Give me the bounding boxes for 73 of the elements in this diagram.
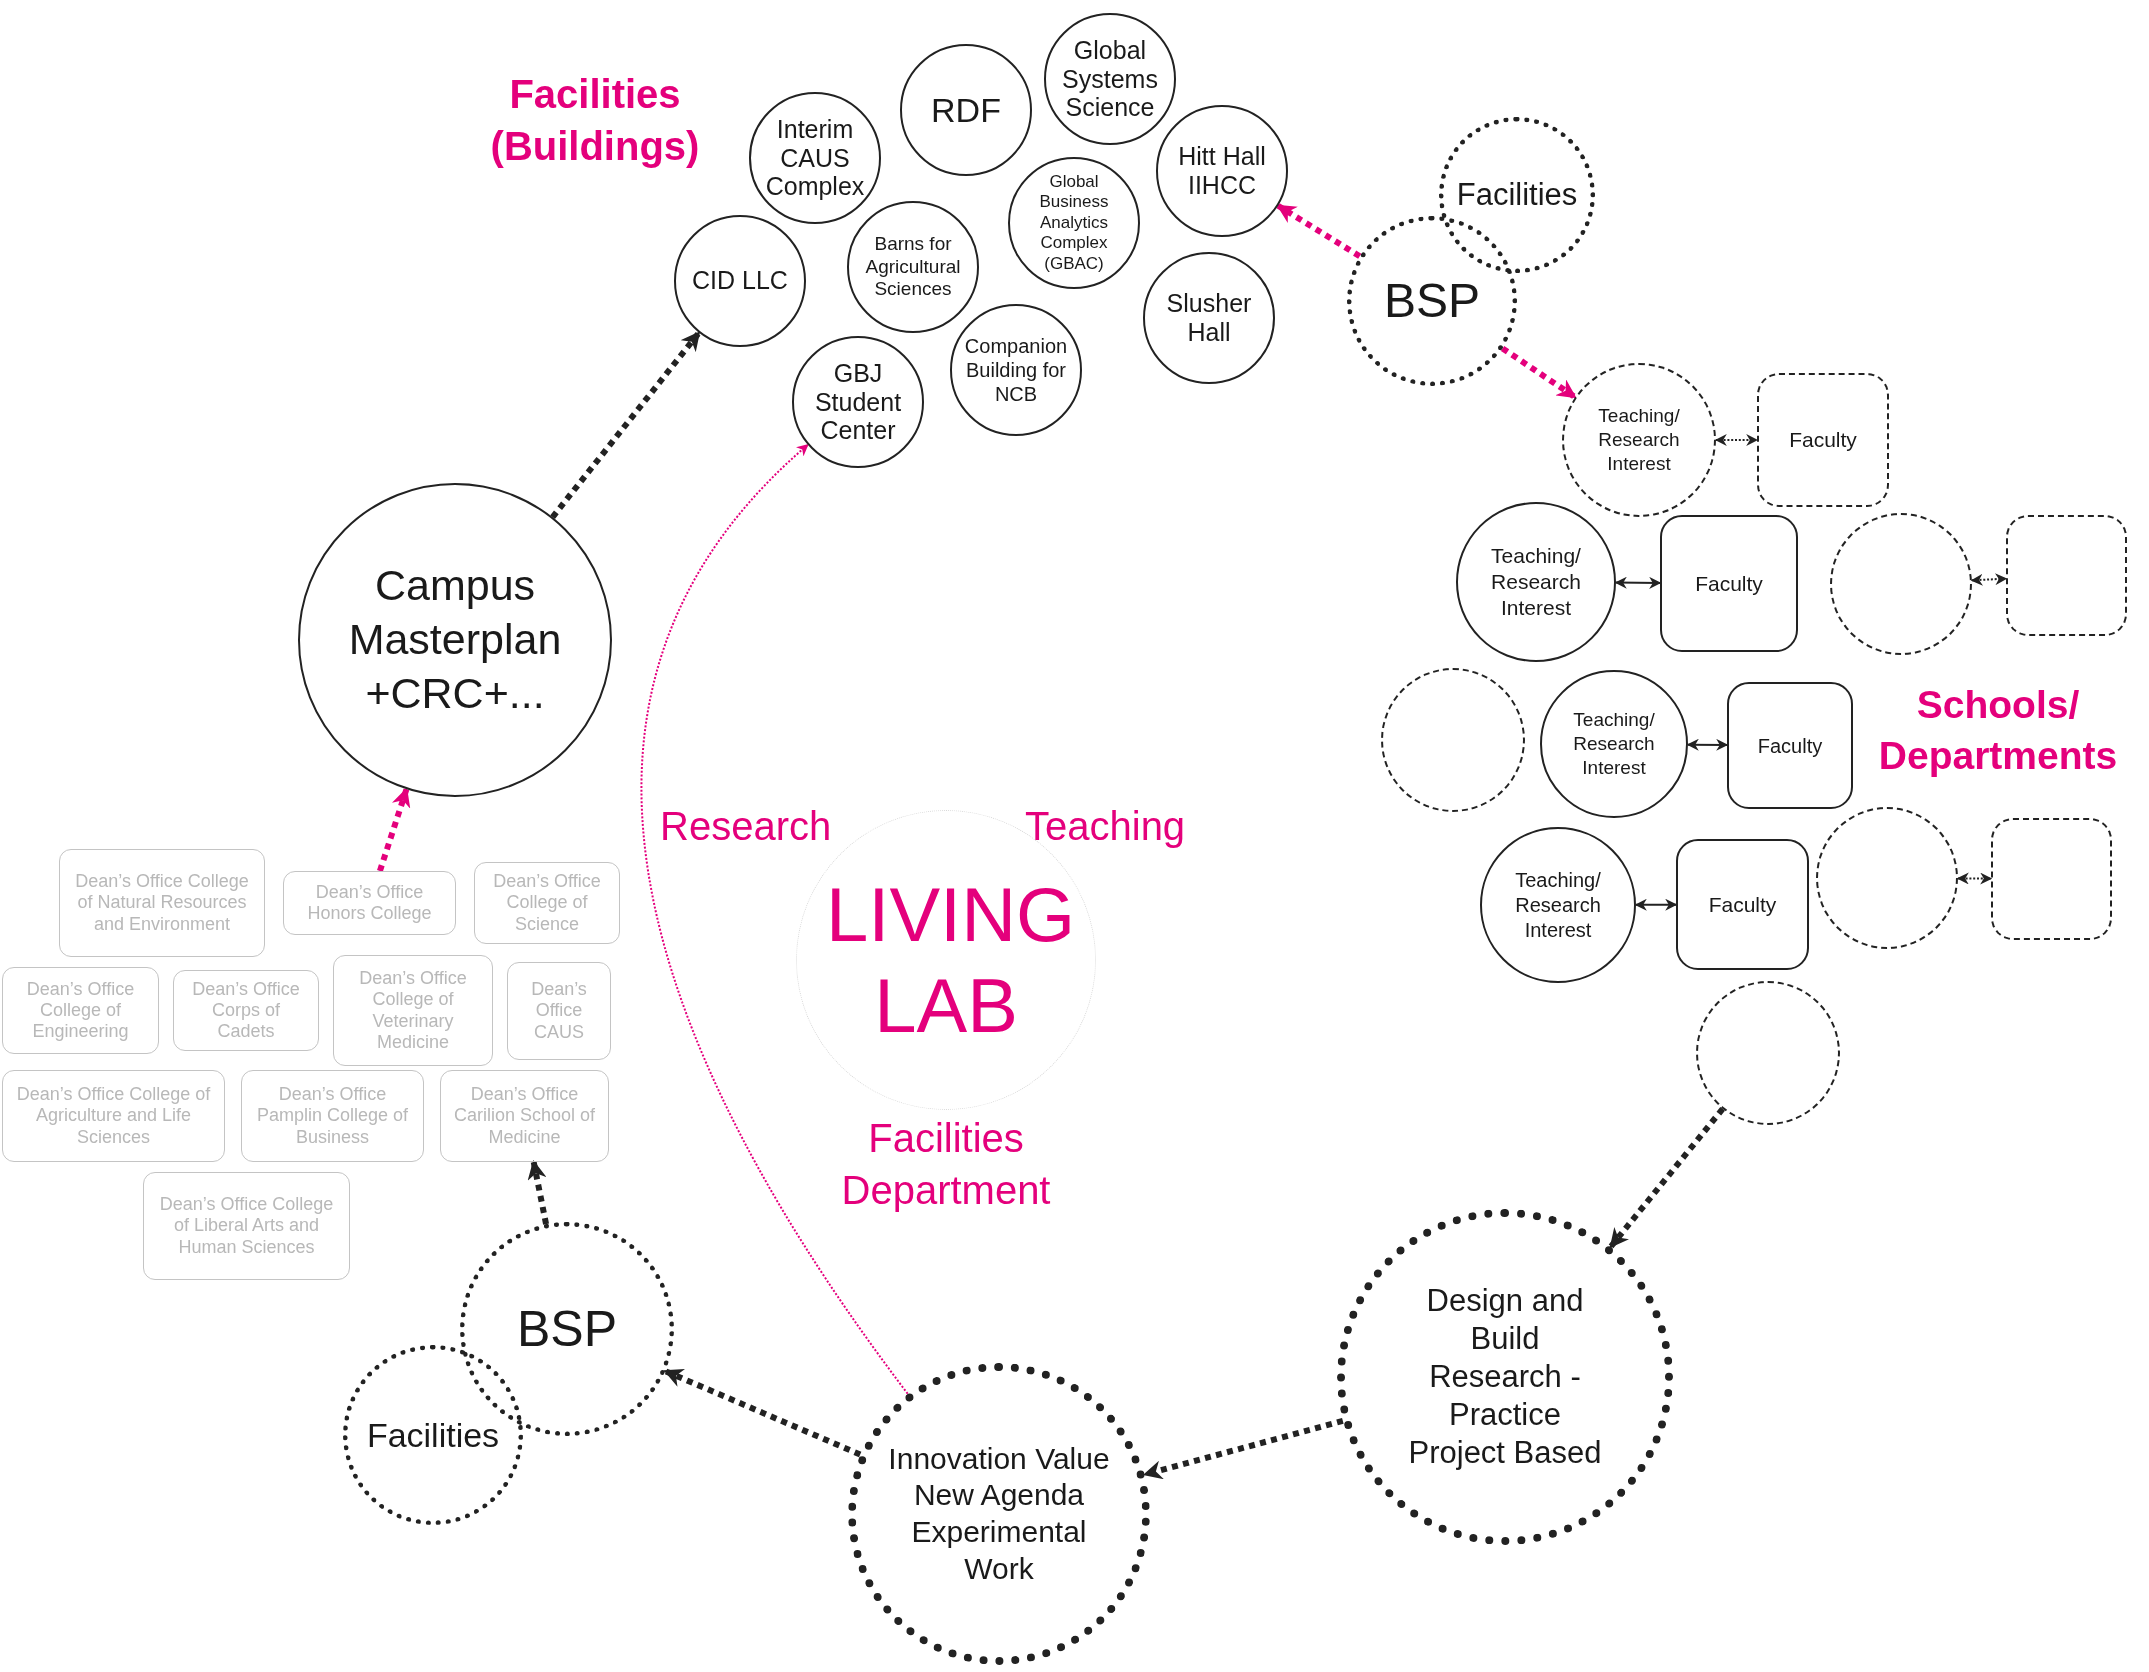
dean-office-box [474,862,620,944]
node-text: Faculty [1708,891,1777,918]
arrow [1634,898,1678,911]
rounded-box [1676,839,1809,970]
arrow [1686,738,1729,751]
arrow [1608,1107,1725,1249]
dean-office-box [333,955,493,1066]
section-label: Facilities Department [840,1115,1052,1214]
node-text: Teaching/ Research Interest [1490,542,1582,622]
node-text: Interim CAUS Complex [764,114,866,202]
node-text: Teaching/ Research Interest [1572,708,1656,780]
node-text: CID LLC [691,265,789,297]
node-text: Barns for Agricultural Sciences [864,232,962,302]
dean-office-box [241,1070,424,1162]
arrow [1276,203,1362,259]
dashed-rounded-box [2006,515,2127,636]
node-text: Dean’s Office College of Natural Resources and Environment [74,871,250,935]
node-text: Dean’s Office Honors College [306,881,433,925]
node-text: Innovation Value New Agenda Experimental Work [887,1440,1111,1587]
node-text: RDF [931,89,1001,131]
rounded-box [1727,682,1853,809]
arrow [1970,573,2008,586]
node-text: Dean’s Office College of Veterinary Medicine [358,968,468,1053]
node-text: Companion Building for NCB [963,334,1069,406]
node-text: Dean’s Office Pamplin College of Business [255,1084,410,1148]
section-label: Teaching [1025,803,1187,850]
dean-office-box [2,1070,225,1162]
node-text: Dean’s Office CAUS [530,979,588,1043]
section-label: Research [660,803,833,850]
node-text: GBJ Student Center [813,358,903,446]
node-text: Global Systems Science [1061,35,1159,123]
dean-office-box [283,871,456,935]
node-text: Dean’s Office Carilion School of Medicine [452,1084,597,1148]
node-text: Teaching/ Research Interest [1514,867,1602,943]
dean-office-box [2,967,159,1054]
dean-office-box [143,1172,350,1280]
dean-office-box [59,849,265,957]
node-text: Dean’s Office College of Engineering [25,978,136,1043]
node-text: Facilities [1456,175,1578,214]
arrow [1500,345,1577,400]
node-text: Teaching/ Research Interest [1597,404,1681,476]
section-label: Facilities (Buildings) [489,71,701,170]
node-text: Design and Build Research - Practice Project Based [1407,1282,1603,1472]
rounded-box [1660,515,1798,652]
node-text: BSP [1383,273,1480,329]
node-text: Dean’s Office College of Science [492,871,602,935]
node-text: Dean’s Office College of Liberal Arts and Human Sciences [158,1194,335,1258]
arrow [663,1368,862,1458]
node-text: Campus Masterplan +CRC+... [347,560,563,719]
node-text: Global Business Analytics Complex (GBAC) [1038,172,1110,274]
dean-office-box [507,962,611,1060]
node-text: Hitt Hall IIHCC [1177,142,1267,200]
arrow [1614,576,1662,589]
section-label: Schools/ Departments [1877,682,2119,779]
node-text: Faculty [1757,733,1823,759]
arrow [640,443,909,1395]
dashed-rounded-box [1991,818,2112,940]
arrow [1956,872,1993,885]
node-text: Faculty [1695,570,1763,597]
arrow [1714,434,1759,446]
node-text: Facilities [366,1414,500,1456]
arrow [550,330,702,519]
node-text: Faculty [1789,427,1857,454]
dean-office-box [440,1070,609,1162]
arrow [1142,1418,1344,1480]
arrow [377,787,411,872]
node-text: Dean’s Office Corps of Cadets [191,978,301,1043]
node-text: BSP [516,1299,618,1359]
node-text: Dean’s Office College of Agriculture and Life Sciences [15,1084,212,1148]
dean-office-box [173,970,319,1051]
dashed-rounded-box [1757,373,1889,507]
arrow [527,1160,549,1225]
node-text: Slusher Hall [1165,289,1253,347]
